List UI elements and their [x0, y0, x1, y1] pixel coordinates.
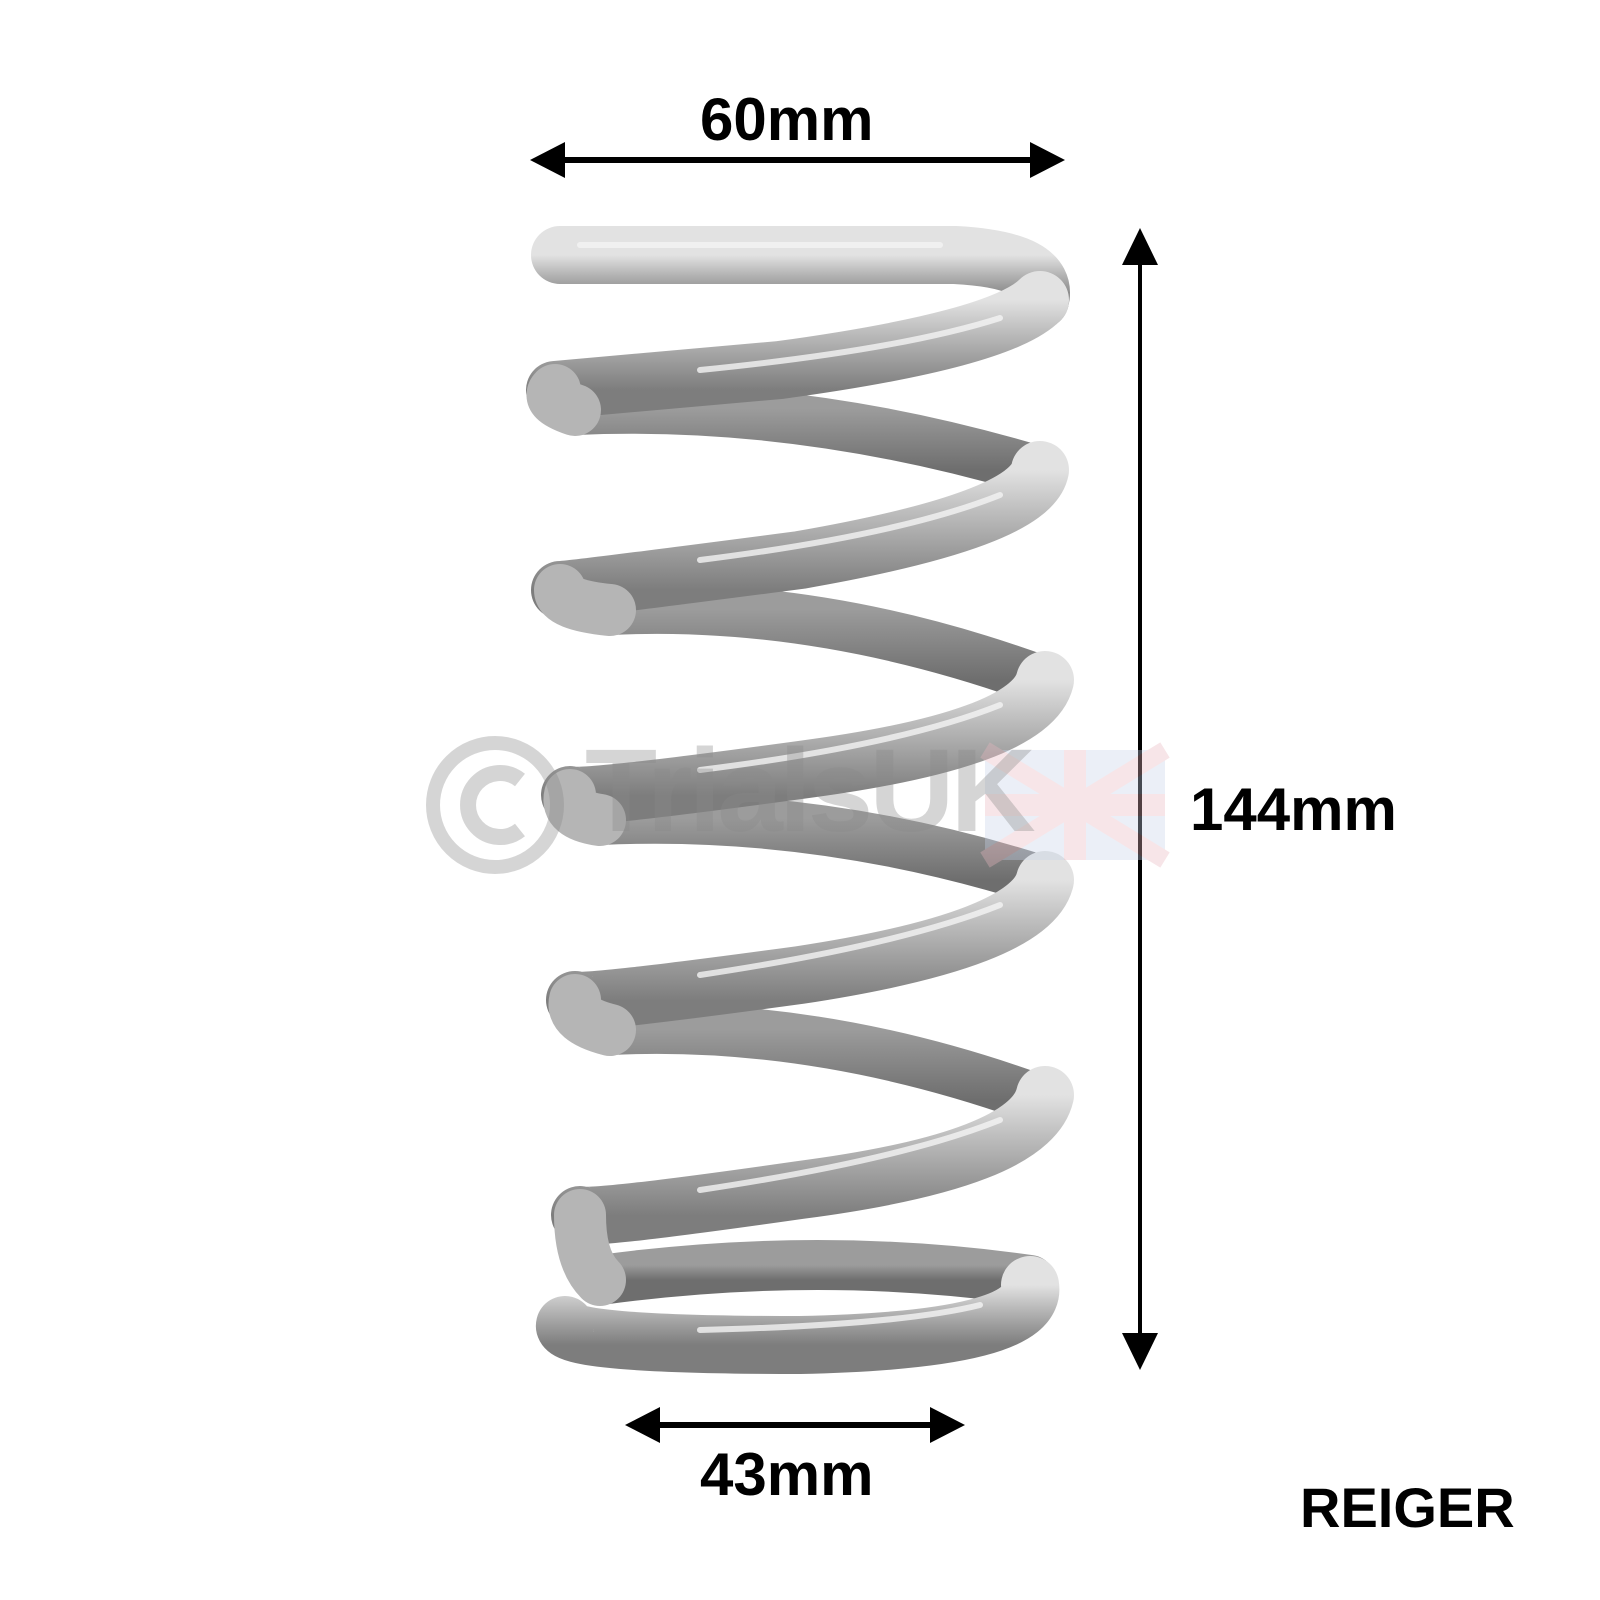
watermark-text: TrialsUK: [585, 725, 1036, 857]
bottom-width-arrow: [625, 1407, 965, 1443]
top-width-arrow: [530, 142, 1065, 178]
spring-back-coils: [550, 383, 1065, 1305]
height-arrow: [1122, 228, 1158, 1370]
top-width-label: 60mm: [700, 86, 874, 153]
bottom-width-label: 43mm: [700, 1441, 874, 1508]
spring-highlights: [577, 242, 1003, 1333]
brand-label: REIGER: [1300, 1476, 1515, 1539]
height-label: 144mm: [1190, 776, 1397, 843]
spring-left-turns: [527, 364, 636, 1306]
